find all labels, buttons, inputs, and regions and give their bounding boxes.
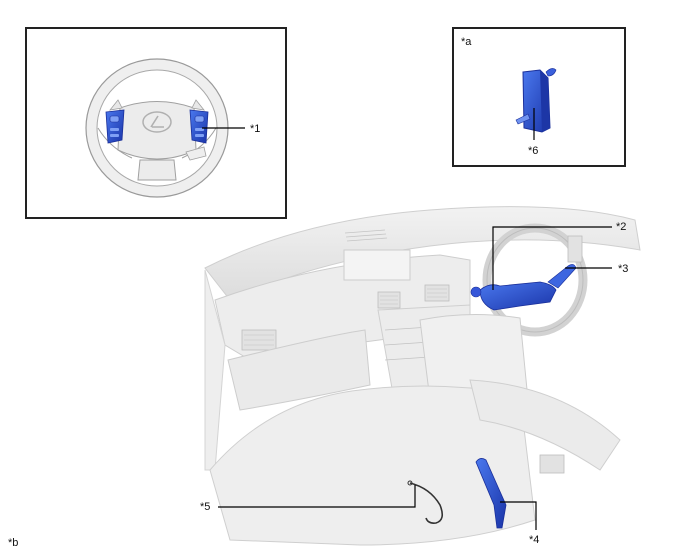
callout-label-2: *2	[616, 221, 627, 233]
callout-label-6: *6	[528, 145, 539, 157]
callout-label-5: *5	[200, 501, 211, 513]
view-label-a: *a	[461, 36, 472, 48]
lever-highlight-4	[475, 458, 507, 529]
control-module-illustration	[515, 68, 557, 133]
callout-label-1: *1	[250, 123, 261, 135]
leader-line-4	[500, 501, 537, 530]
callout-label-3: *3	[618, 263, 629, 275]
view-label-b: *b	[8, 537, 19, 549]
combination-switch-highlight	[470, 264, 577, 311]
leader-line-2	[492, 226, 612, 290]
vehicle-interior-illustration	[204, 206, 641, 546]
leader-line-5	[218, 485, 416, 508]
callout-label-4: *4	[529, 534, 540, 546]
steering-wheel-illustration	[85, 58, 229, 198]
cable-highlight-5	[409, 482, 444, 524]
